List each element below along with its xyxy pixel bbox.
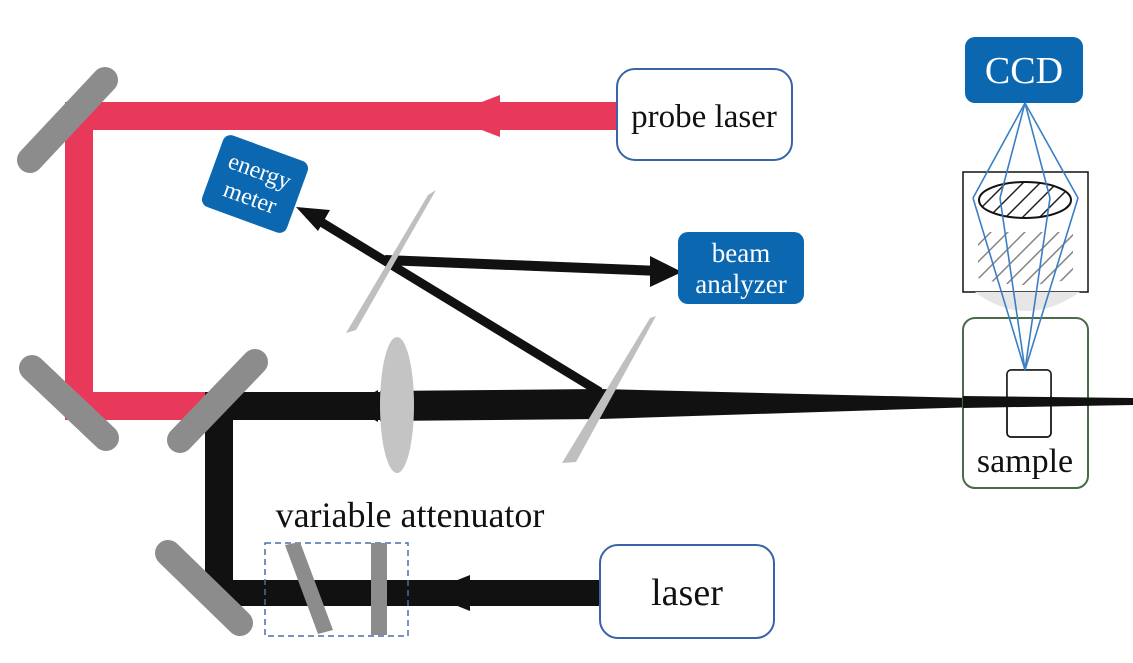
attenuator-plate-tilted: [285, 542, 333, 634]
mirror-middle: [167, 349, 268, 453]
focusing-lens: [380, 337, 414, 473]
pump-beam-focused: [380, 389, 1133, 421]
mirror-top-left: [17, 67, 118, 173]
mirror-bottom: [155, 540, 253, 636]
beam-analyzer-box: [678, 232, 804, 304]
probe-beam-left: [65, 102, 93, 420]
beam-analyzer-label-line1: beam: [712, 238, 770, 268]
beam-analyzer-label-line2: analyzer: [695, 269, 786, 299]
attenuator-dashed-box: [264, 542, 409, 637]
pump-beam-vertical: [205, 395, 233, 606]
beam-splitter-lower: [562, 316, 656, 463]
cuvette-top-mask: [1007, 370, 1051, 396]
probe-beam-top: [65, 102, 620, 130]
mirrors: [17, 67, 268, 636]
probe-beam-arrow: [445, 95, 500, 137]
variable-attenuator-label: variable attenuator: [276, 495, 545, 535]
laser-label: laser: [651, 572, 723, 614]
ccd-imaging-system: sample CCD: [962, 37, 1133, 489]
pump-beam-from-laser: [215, 580, 605, 606]
probe-laser-box: [616, 68, 793, 161]
variable-attenuator: variable attenuator: [264, 495, 545, 637]
objective-lens: [978, 181, 1072, 219]
focused-beam-through-sample: [963, 396, 1133, 408]
attenuator-plate-straight: [371, 543, 387, 635]
ccd-box: [965, 37, 1083, 103]
energy-meter: energy meter: [201, 135, 309, 233]
ccd-label: CCD: [985, 50, 1063, 92]
pump-beam-arrow-main: [350, 390, 378, 422]
laser-box: [599, 544, 775, 639]
energy-meter-box: [201, 135, 309, 233]
reflected-beam: [305, 210, 603, 396]
beam-analyzer-arrow: [650, 256, 682, 287]
beam-splitter-upper: [346, 190, 436, 333]
objective-lower-hatch: [978, 232, 1073, 285]
sample-cuvette-outline: [1006, 369, 1052, 438]
probe-laser-label: probe laser: [631, 99, 777, 135]
objective-tip: [975, 292, 1080, 311]
probe-beam-path: [65, 95, 620, 420]
mirror-bottom-left: [19, 355, 119, 451]
sample-label: sample: [977, 443, 1073, 480]
pump-beam-arrow-laser: [425, 575, 470, 611]
imaging-rays: [972, 102, 1079, 371]
energy-meter-arrow: [296, 207, 330, 231]
analyzer-beam: [384, 255, 661, 276]
